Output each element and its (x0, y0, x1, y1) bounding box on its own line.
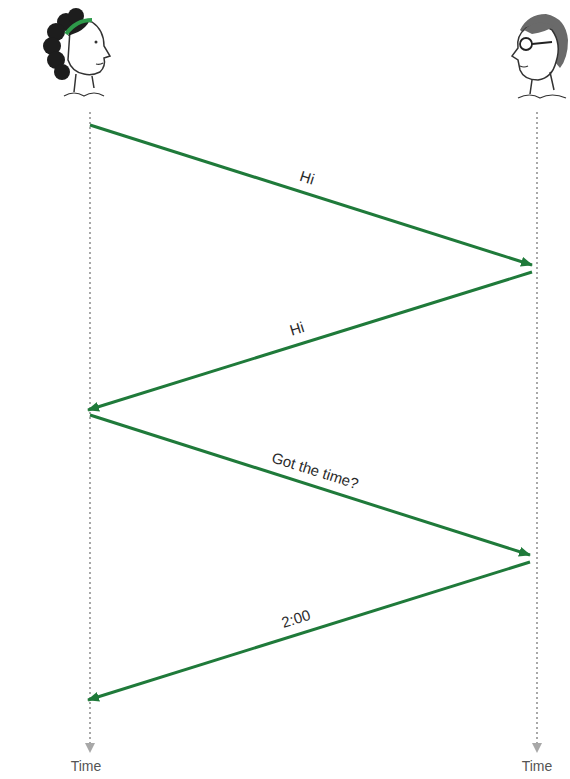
axis-label: Time (71, 759, 102, 774)
timeline (89, 112, 91, 752)
timeline (536, 112, 538, 752)
message-label: Hi (287, 319, 305, 339)
message-arrow (90, 415, 530, 555)
message-arrow (88, 272, 532, 410)
message-label: Got the time? (269, 449, 360, 492)
message-label: Hi (297, 168, 315, 188)
message-label: 2:00 (279, 607, 312, 631)
message-arrow (90, 125, 532, 265)
axis-label: Time (522, 759, 553, 774)
woman-figure (43, 8, 110, 96)
man-figure (512, 14, 568, 98)
message-arrow (88, 562, 530, 700)
